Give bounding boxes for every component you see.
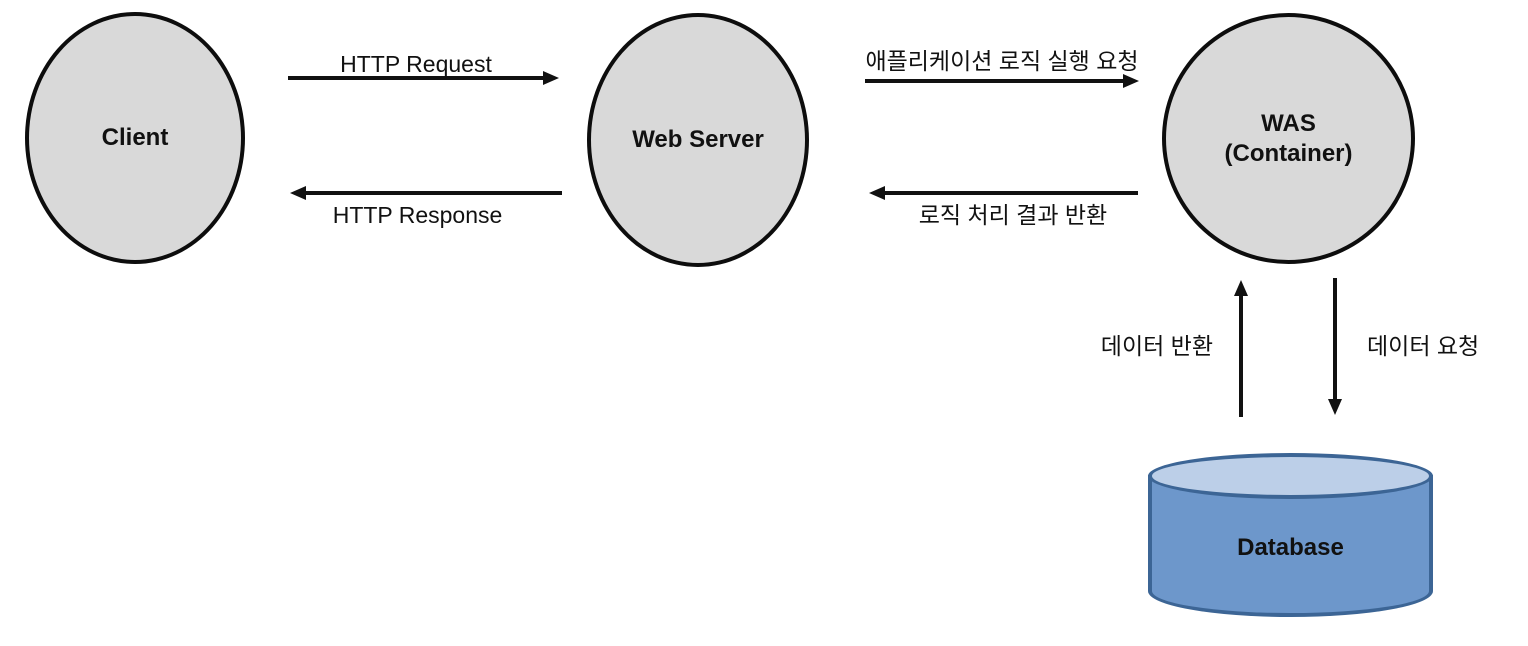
arrow-data-request [1333,278,1337,400]
arrow-http-request [288,76,544,80]
edge-data-return-label: 데이터 반환 [1100,333,1213,359]
node-web-server-label: Web Server [632,126,764,153]
edge-logic-result-return-label: 로직 처리 결과 반환 [918,202,1108,228]
arrow-http-response [305,191,562,195]
arrow-logic-result-return [884,191,1138,195]
database-cylinder-top-ellipse [1148,453,1433,499]
node-client: Client [25,12,245,264]
node-client-label: Client [101,124,169,151]
edge-http-request-label: HTTP Request [340,51,492,77]
arrow-app-logic-request [865,79,1124,83]
arrow-data-return [1239,295,1243,417]
edge-data-request-label: 데이터 요청 [1367,333,1480,359]
node-database-label: Database [1237,534,1344,561]
node-was-sublabel: (Container) [1224,139,1353,167]
node-was-label: WAS [1261,109,1316,137]
edge-app-logic-request-label: 애플리케이션 로직 실행 요청 [865,48,1139,74]
node-was: WAS (Container) [1162,13,1415,264]
node-web-server: Web Server [587,13,809,267]
edge-http-response-label: HTTP Response [332,202,503,228]
